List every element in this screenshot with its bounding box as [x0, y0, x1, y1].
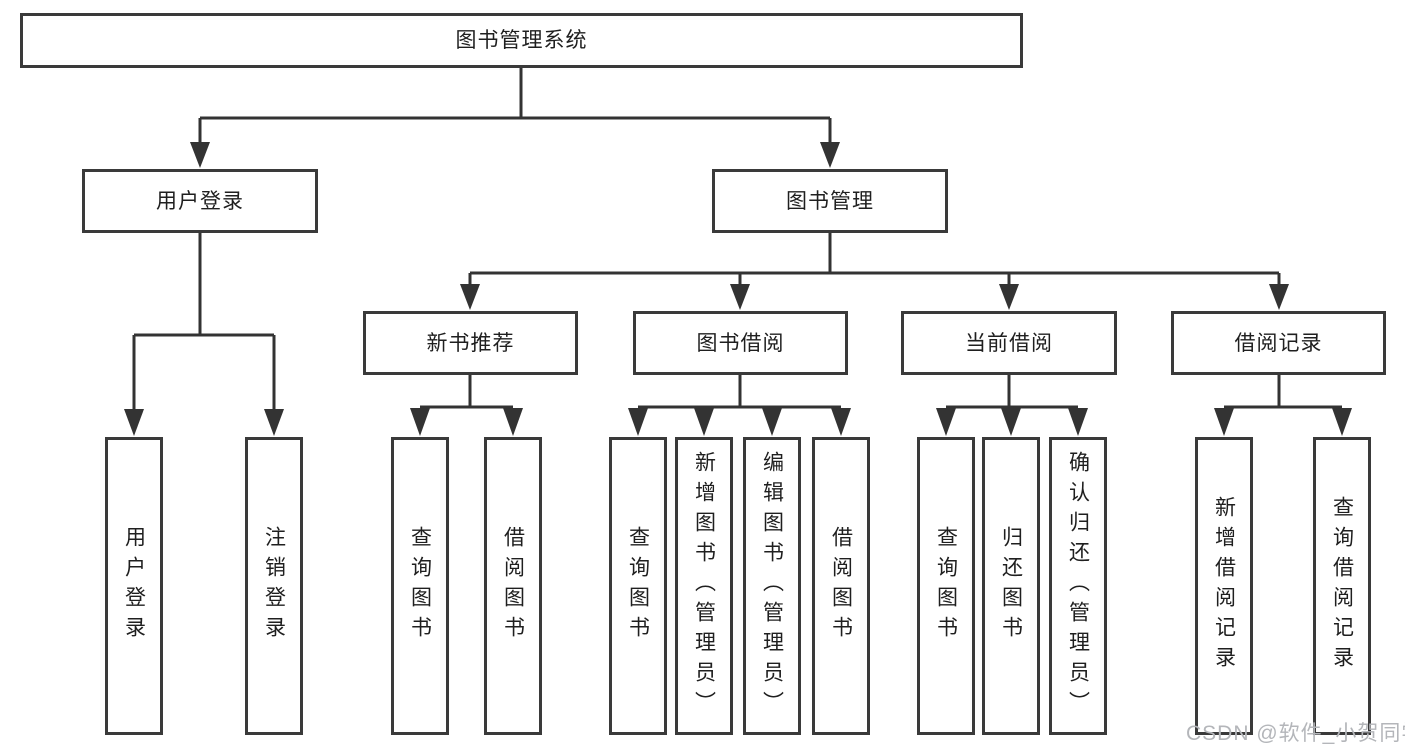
leaf-user-login: 用户登录	[105, 437, 163, 735]
edges-book-mgmt-to-level3	[460, 233, 1289, 310]
node-label: 查询借阅记录	[1330, 496, 1354, 676]
leaf-query-books-recommend: 查询图书	[391, 437, 449, 735]
node-label: 查询图书	[408, 526, 432, 646]
node-current-borrow: 当前借阅	[901, 311, 1117, 375]
node-borrow-records: 借阅记录	[1171, 311, 1386, 375]
node-user-login: 用户登录	[82, 169, 318, 233]
node-label: 用户登录	[122, 526, 146, 646]
leaf-logout: 注销登录	[245, 437, 303, 735]
leaf-query-books-current: 查询图书	[917, 437, 975, 735]
leaf-borrow-books: 借阅图书	[812, 437, 870, 735]
node-label: 新增图书（管理员）	[692, 451, 716, 721]
node-new-book-recommend: 新书推荐	[363, 311, 578, 375]
node-book-borrow: 图书借阅	[633, 311, 848, 375]
edges-user-login-children	[124, 233, 284, 436]
node-label: 当前借阅	[965, 331, 1053, 355]
leaf-add-borrow-record: 新增借阅记录	[1195, 437, 1253, 735]
node-root: 图书管理系统	[20, 13, 1023, 68]
node-label: 图书管理	[786, 189, 874, 213]
node-label: 用户登录	[156, 189, 244, 213]
leaf-borrow-books-recommend: 借阅图书	[484, 437, 542, 735]
edges-borrow-children	[628, 375, 851, 436]
leaf-edit-books-admin: 编辑图书（管理员）	[743, 437, 801, 735]
node-label: 查询图书	[626, 526, 650, 646]
edges-current-children	[936, 375, 1088, 436]
leaf-confirm-return-admin: 确认归还（管理员）	[1049, 437, 1107, 735]
leaf-query-borrow-record: 查询借阅记录	[1313, 437, 1371, 735]
node-label: 图书管理系统	[455, 29, 588, 52]
node-label: 借阅图书	[829, 526, 853, 646]
edges-recommend-children	[410, 375, 523, 436]
node-label: 注销登录	[262, 526, 286, 646]
node-label: 借阅图书	[501, 526, 525, 646]
leaf-add-books-admin: 新增图书（管理员）	[675, 437, 733, 735]
csdn-watermark: CSDN @软件_小贺同学	[1186, 722, 1405, 745]
node-label: 图书借阅	[696, 331, 785, 355]
edges-root-to-level2	[190, 68, 840, 168]
node-label: 新书推荐	[426, 331, 515, 355]
node-label: 确认归还（管理员）	[1066, 451, 1090, 721]
node-label: 借阅记录	[1234, 331, 1323, 355]
node-book-management: 图书管理	[712, 169, 948, 233]
node-label: 编辑图书（管理员）	[760, 451, 784, 721]
node-label: 归还图书	[999, 526, 1023, 646]
node-label: 新增借阅记录	[1212, 496, 1236, 676]
edges-records-children	[1214, 375, 1352, 436]
leaf-return-books: 归还图书	[982, 437, 1040, 735]
leaf-query-books-borrow: 查询图书	[609, 437, 667, 735]
node-label: 查询图书	[934, 526, 958, 646]
